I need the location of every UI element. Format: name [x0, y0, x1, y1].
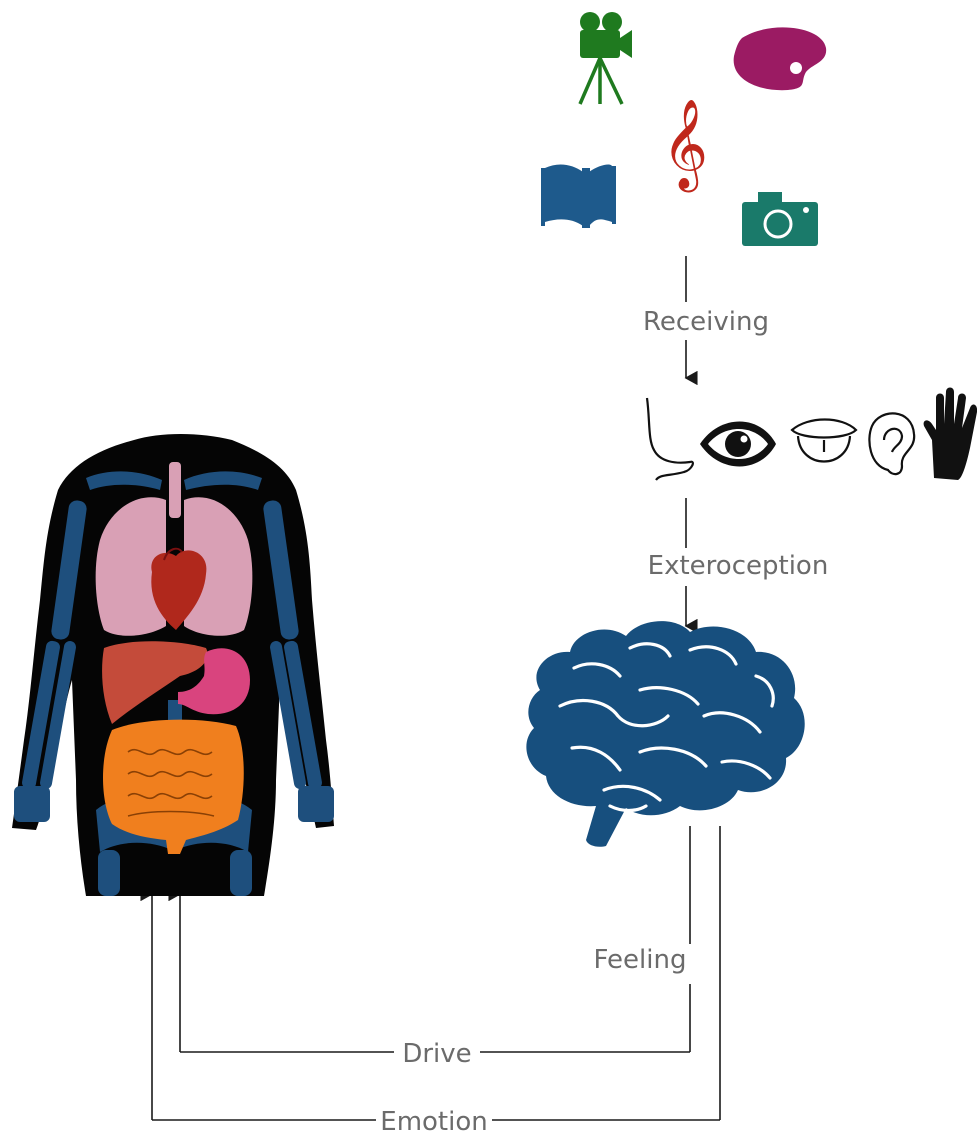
ear-icon: [869, 413, 914, 474]
brain-icon: [526, 621, 804, 847]
arts-icons-group: 𝄞: [541, 12, 826, 246]
receiving-connector: Receiving: [643, 256, 769, 378]
drive-label: Drive: [402, 1039, 471, 1069]
nose-icon: [647, 398, 693, 480]
human-body-organs-icon: [12, 434, 334, 896]
feeling-connector: Feeling: [594, 826, 720, 1120]
paint-palette-icon: [734, 27, 827, 90]
receiving-label: Receiving: [643, 307, 769, 337]
book-icon: [541, 165, 616, 228]
hand-icon: [924, 388, 977, 481]
eye-icon: [700, 422, 776, 467]
exteroception-label: Exteroception: [648, 551, 829, 581]
tongue-icon: [792, 420, 856, 462]
photo-camera-icon: [742, 192, 818, 246]
drive-connector: Drive: [180, 894, 690, 1069]
emotion-label: Emotion: [380, 1107, 487, 1133]
feeling-label: Feeling: [594, 945, 687, 975]
treble-clef-icon: 𝄞: [662, 99, 708, 193]
film-camera-icon: [580, 12, 632, 104]
emotion-connector: Emotion: [152, 894, 720, 1133]
exteroception-connector: Exteroception: [648, 498, 829, 626]
sense-icons-group: [647, 388, 977, 481]
